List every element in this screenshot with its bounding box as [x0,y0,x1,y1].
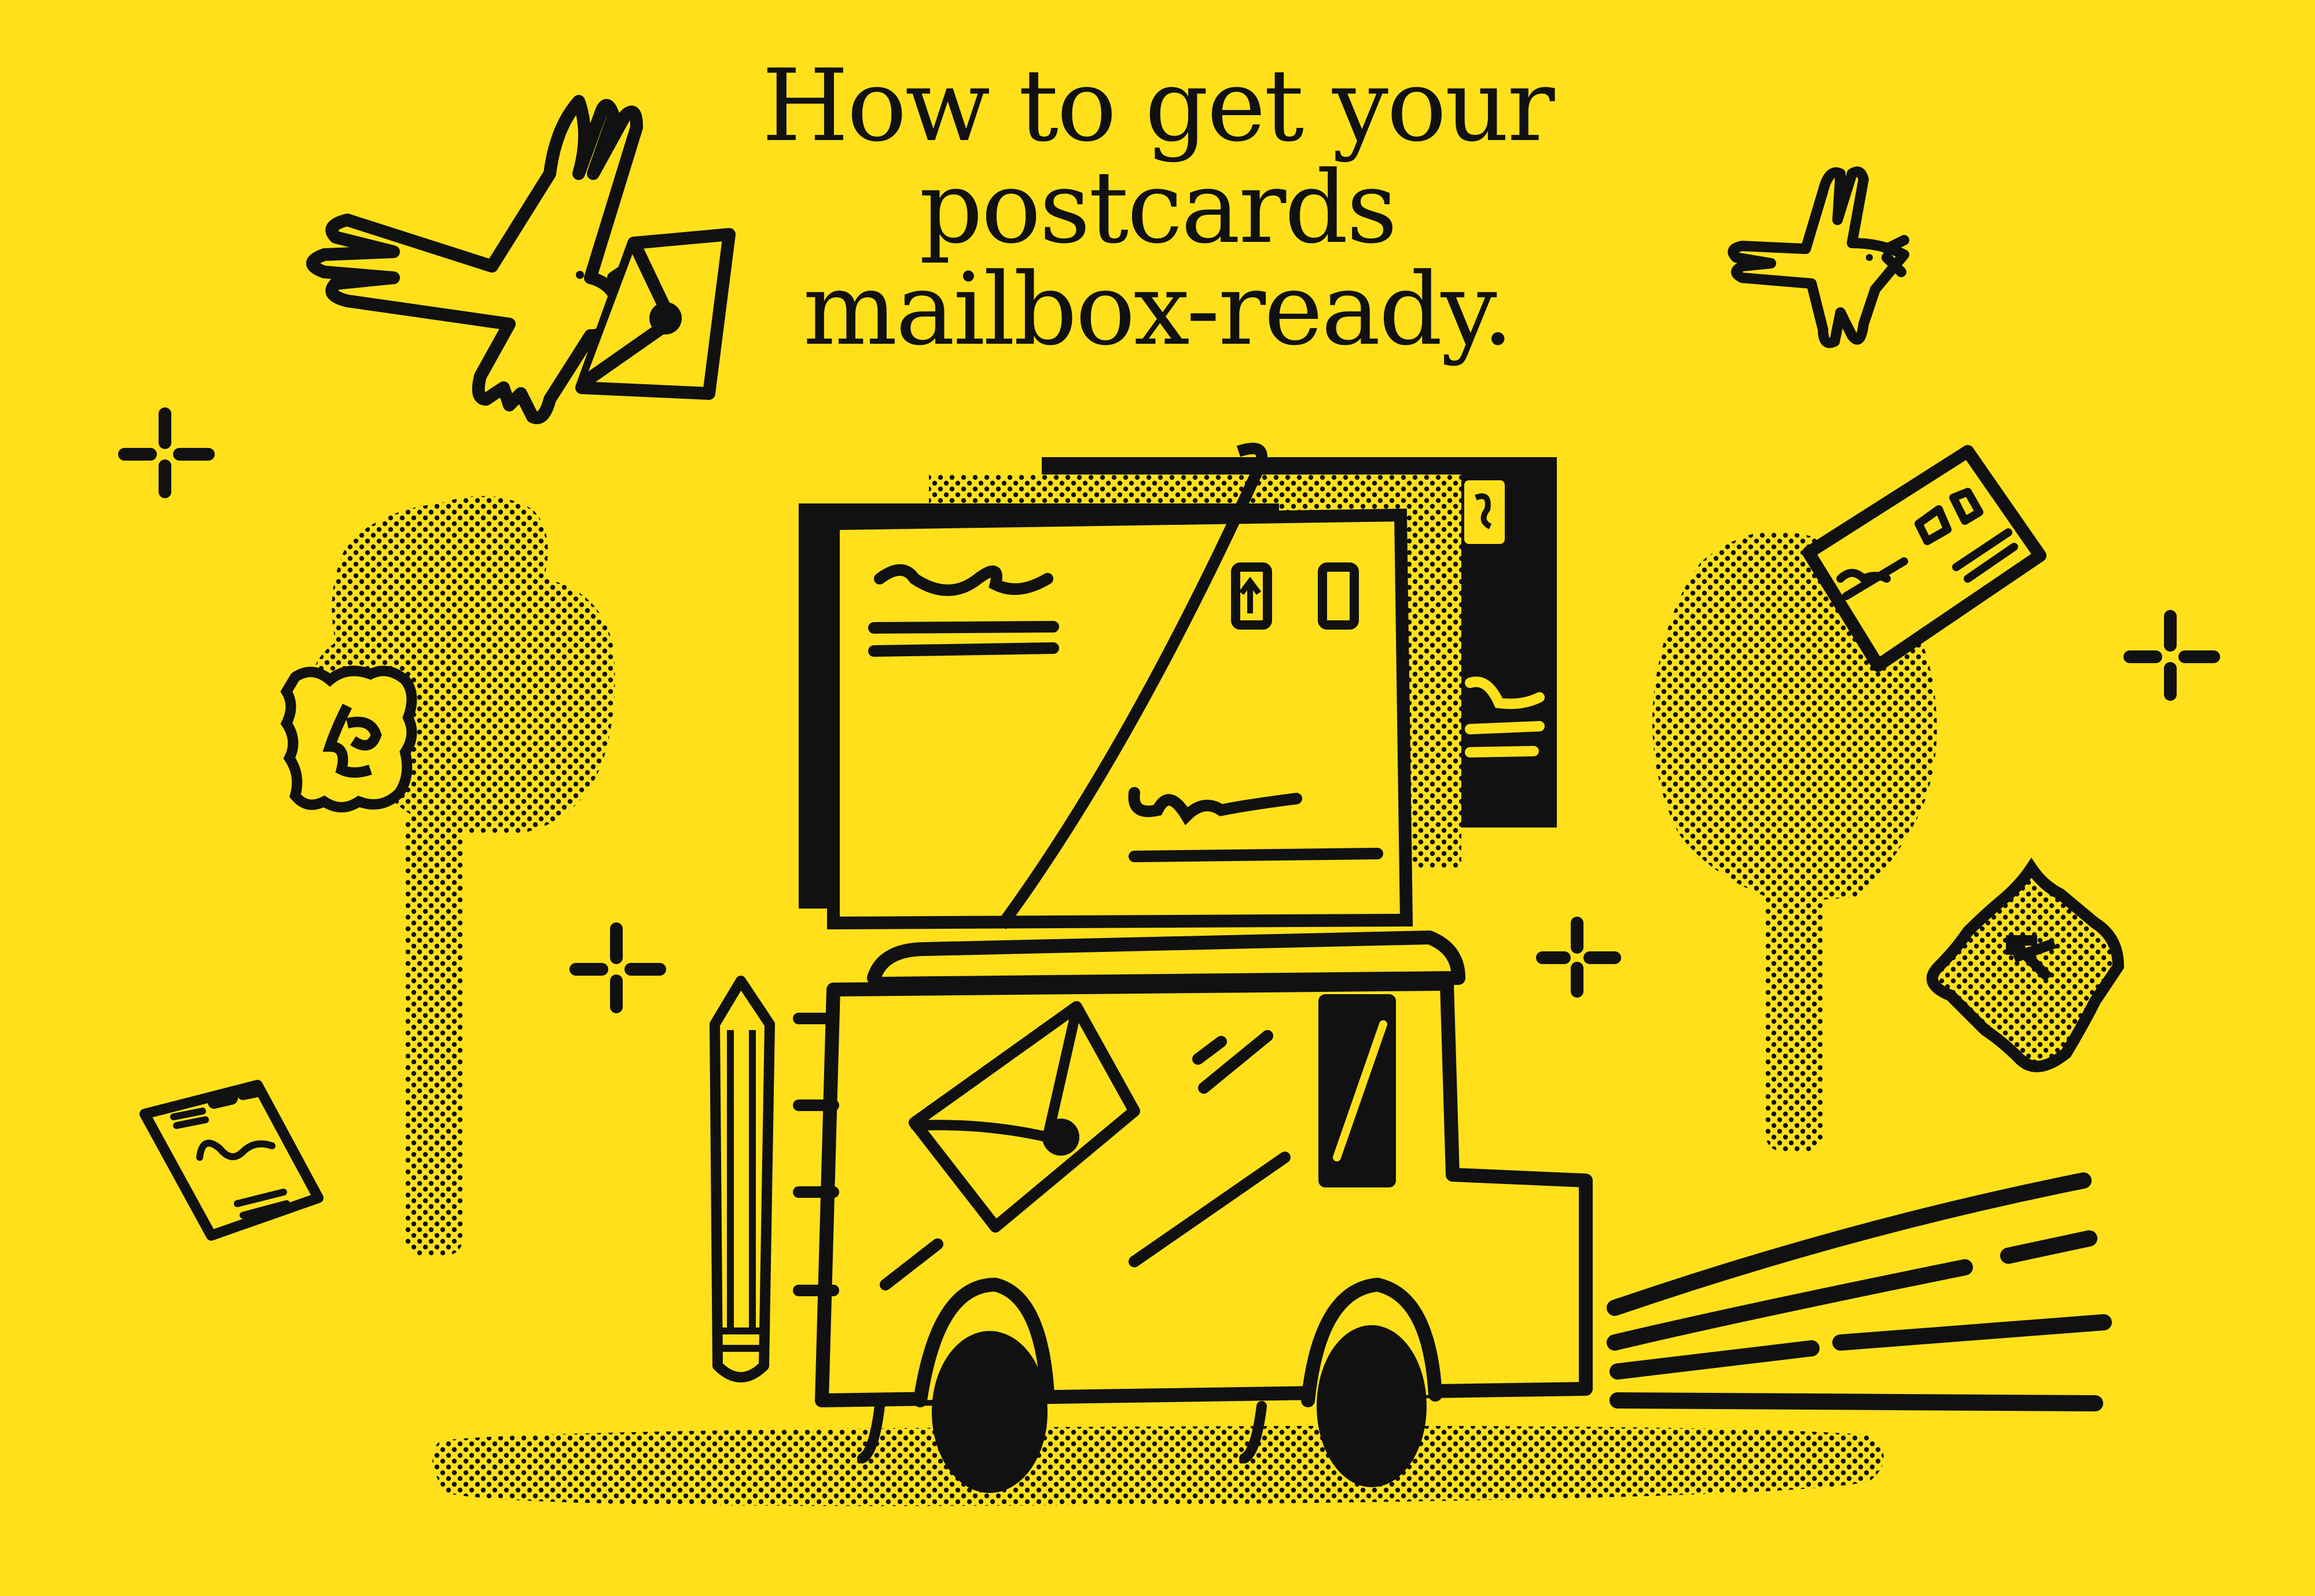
road-shadow [432,1426,1884,1506]
postcard-stack-icon [799,443,1557,930]
postcard-small-icon [139,1080,324,1241]
title-line-1: How to get your [762,47,1555,164]
page-title: How to get your postcards mailbox-ready. [0,55,2315,361]
title-line-2: postcards [919,149,1398,266]
stamp-arrow-icon [1926,857,2125,1072]
mail-truck-icon [793,931,1593,1493]
postcard-tilted-icon [1802,445,2046,672]
bird-with-envelope-icon [306,95,736,424]
sparkle-icon [118,407,2220,1013]
tree-left-icon [310,496,615,1256]
title-line-3: mailbox-ready. [803,251,1513,367]
pencil-icon [710,976,775,1382]
small-bird-icon [1728,166,1909,348]
stamp-face-icon [280,665,417,812]
speed-lines-icon [1607,1172,2112,1411]
